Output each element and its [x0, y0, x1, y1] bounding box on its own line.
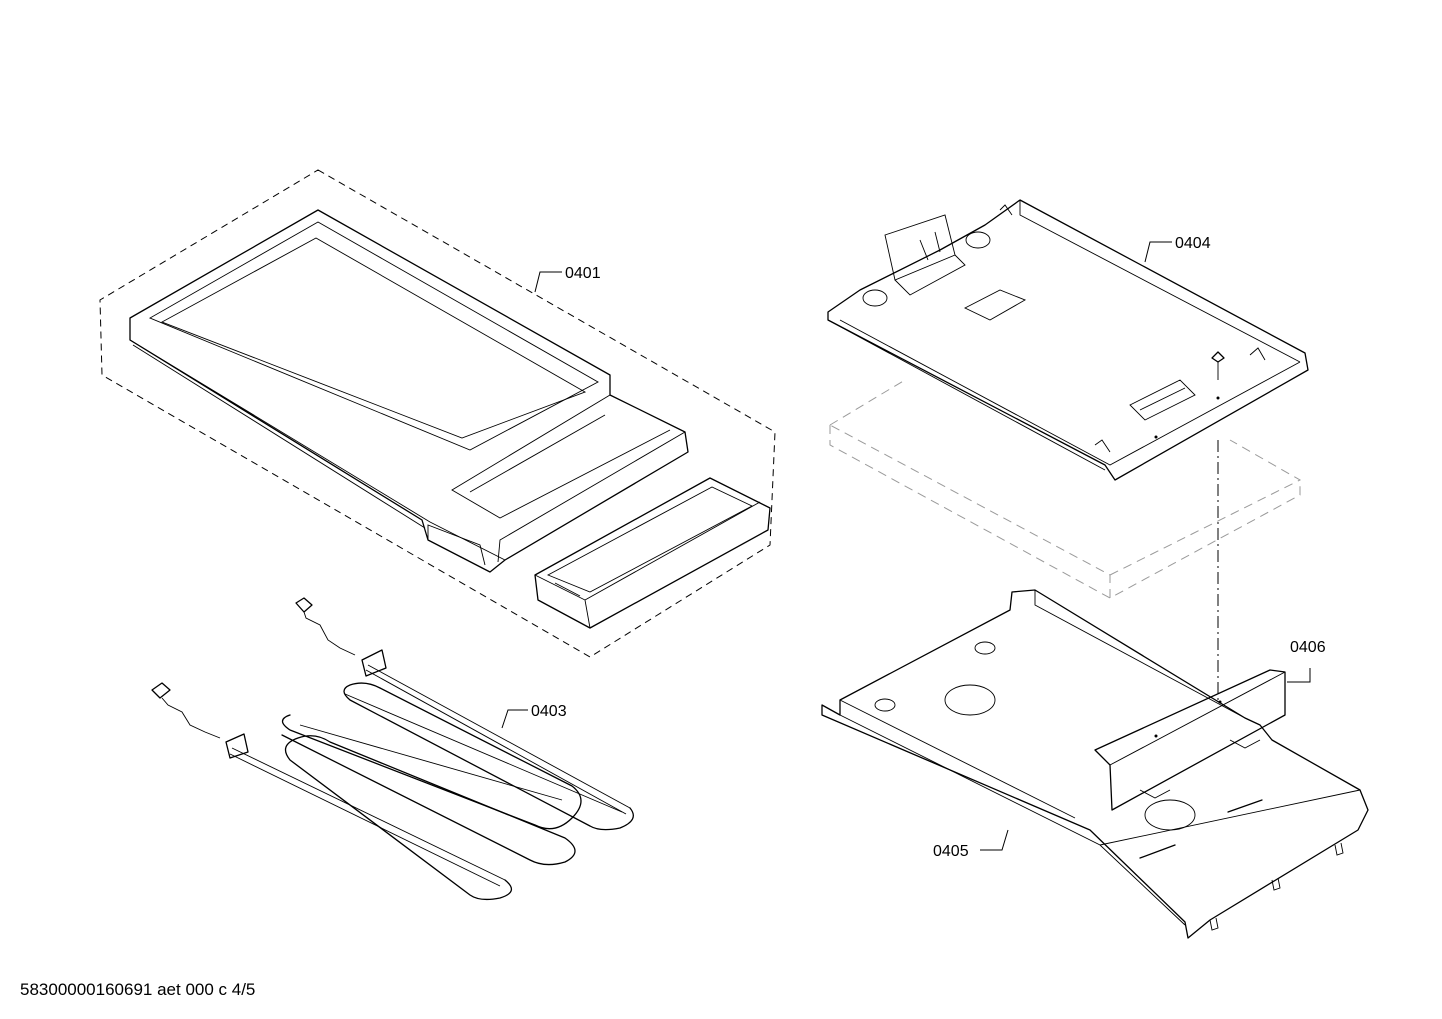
part-0403-heating-elements [151, 597, 634, 901]
callout-0405: 0405 [933, 843, 969, 860]
insulation-mat-outline [829, 379, 1302, 599]
callout-0406: 0406 [1290, 639, 1326, 656]
heating-element-upper [281, 682, 634, 831]
part-0406-bracket [1094, 669, 1286, 811]
callout-0404: 0404 [1175, 235, 1211, 252]
mounting-plate [827, 199, 1309, 481]
callout-0401: 0401 [565, 265, 601, 282]
base-tray [821, 589, 1369, 939]
leader-0403 [501, 709, 528, 729]
drip-tray [534, 477, 771, 629]
leader-0406 [1287, 668, 1311, 683]
part-0401-griddle-assembly [99, 169, 776, 658]
leader-0404 [1144, 241, 1172, 263]
leader-0401 [534, 271, 562, 293]
part-0405-base-tray [821, 589, 1369, 939]
callout-0403: 0403 [531, 703, 567, 720]
assembly-boundary-dashed [99, 169, 776, 658]
document-id: 58300000160691 aet 000 c 4/5 [20, 980, 256, 999]
leader-0405 [980, 829, 1009, 851]
part-0404-mounting-plate [827, 199, 1309, 481]
heating-element-lower [281, 734, 576, 901]
screw [1211, 351, 1225, 363]
griddle-plate [129, 209, 689, 573]
angle-bracket [1094, 669, 1286, 811]
